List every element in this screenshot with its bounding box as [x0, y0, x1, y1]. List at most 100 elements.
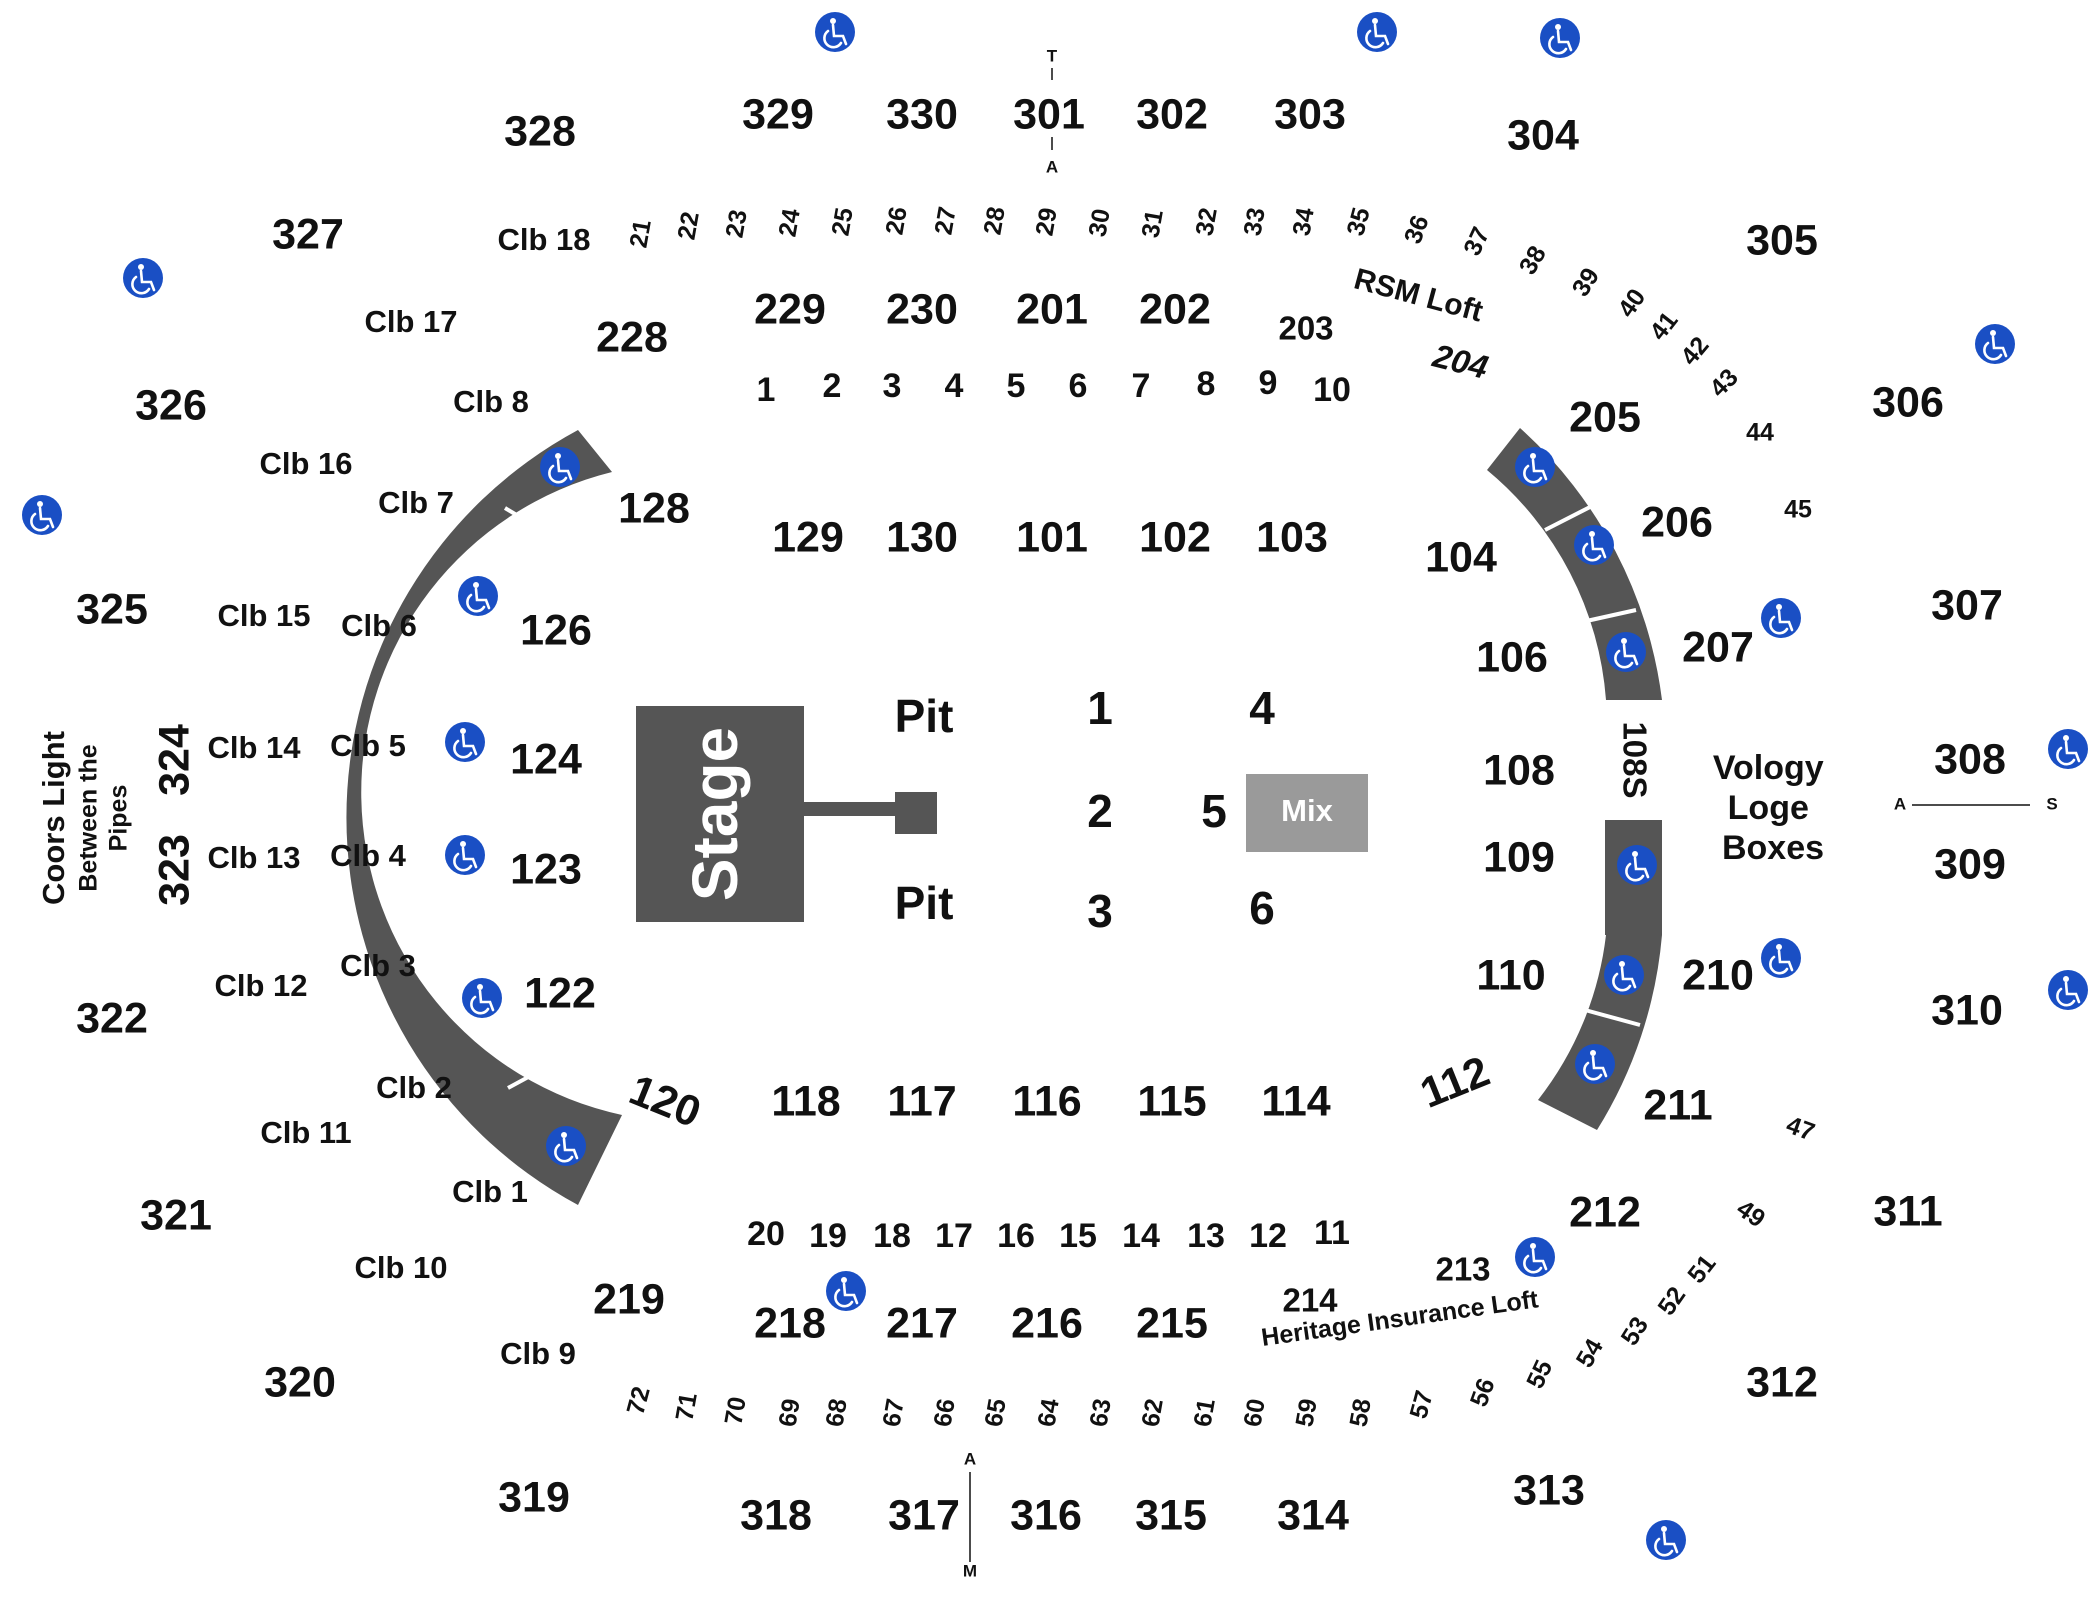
suite-5[interactable]: 5 [1007, 367, 1026, 405]
suite-42[interactable]: 42 [1675, 331, 1714, 370]
club-box-18[interactable]: Clb 18 [497, 222, 590, 257]
section-219[interactable]: 219 [593, 1275, 665, 1323]
section-316[interactable]: 316 [1010, 1491, 1082, 1539]
section-324[interactable]: 324 [150, 724, 198, 796]
section-314[interactable]: 314 [1277, 1491, 1349, 1539]
club-box-8[interactable]: Clb 8 [453, 384, 529, 419]
section-229[interactable]: 229 [754, 285, 826, 333]
suite-9[interactable]: 9 [1259, 364, 1278, 402]
suite-14[interactable]: 14 [1122, 1217, 1160, 1255]
section-309[interactable]: 309 [1934, 840, 2006, 888]
vology-loge-boxes-label[interactable]: Vology Loge Boxes [1713, 749, 1833, 867]
section-313[interactable]: 313 [1513, 1466, 1585, 1514]
section-118[interactable]: 118 [771, 1077, 840, 1125]
club-box-11[interactable]: Clb 11 [260, 1115, 351, 1150]
section-308[interactable]: 308 [1934, 735, 2006, 783]
section-321[interactable]: 321 [140, 1191, 212, 1239]
suite-38[interactable]: 38 [1514, 241, 1552, 279]
suite-56[interactable]: 56 [1465, 1375, 1501, 1411]
suite-45[interactable]: 45 [1784, 496, 1812, 524]
suite-64[interactable]: 64 [1032, 1397, 1064, 1429]
club-box-13[interactable]: Clb 13 [207, 840, 300, 875]
suite-34[interactable]: 34 [1287, 206, 1319, 238]
club-box-14[interactable]: Clb 14 [207, 730, 301, 765]
suite-52[interactable]: 52 [1652, 1282, 1691, 1321]
section-116[interactable]: 116 [1012, 1077, 1081, 1125]
suite-3[interactable]: 3 [883, 367, 902, 405]
section-123[interactable]: 123 [510, 845, 582, 893]
section-302[interactable]: 302 [1136, 90, 1208, 138]
section-307[interactable]: 307 [1931, 581, 2003, 629]
section-217[interactable]: 217 [886, 1299, 958, 1347]
suite-20[interactable]: 20 [747, 1215, 785, 1253]
suite-72[interactable]: 72 [622, 1384, 656, 1418]
section-311[interactable]: 311 [1873, 1187, 1942, 1235]
suite-51[interactable]: 51 [1682, 1249, 1721, 1288]
suite-32[interactable]: 32 [1190, 206, 1222, 238]
coors-light-label[interactable]: Coors Light Between the Pipes [36, 731, 132, 905]
suite-66[interactable]: 66 [928, 1397, 960, 1429]
floor-section-4[interactable]: 4 [1249, 682, 1275, 734]
suite-29[interactable]: 29 [1030, 206, 1062, 238]
suite-39[interactable]: 39 [1567, 263, 1605, 301]
section-330[interactable]: 330 [886, 90, 958, 138]
section-201[interactable]: 201 [1016, 285, 1088, 333]
suite-61[interactable]: 61 [1188, 1397, 1220, 1429]
suite-71[interactable]: 71 [670, 1391, 702, 1423]
section-204[interactable]: 204 [1429, 336, 1492, 385]
suite-43[interactable]: 43 [1704, 363, 1743, 402]
suite-15[interactable]: 15 [1059, 1217, 1097, 1255]
section-108[interactable]: 108 [1483, 746, 1555, 794]
suite-26[interactable]: 26 [880, 205, 912, 237]
section-326[interactable]: 326 [135, 381, 207, 429]
suite-67[interactable]: 67 [877, 1397, 909, 1429]
section-306[interactable]: 306 [1872, 378, 1944, 426]
suite-53[interactable]: 53 [1616, 1312, 1654, 1350]
section-104[interactable]: 104 [1425, 533, 1497, 581]
suite-8[interactable]: 8 [1197, 365, 1216, 403]
suite-40[interactable]: 40 [1612, 284, 1651, 323]
suite-13[interactable]: 13 [1187, 1217, 1225, 1255]
section-122[interactable]: 122 [524, 969, 596, 1017]
club-box-7[interactable]: Clb 7 [378, 485, 454, 520]
club-box-2[interactable]: Clb 2 [376, 1070, 452, 1105]
suite-49[interactable]: 49 [1731, 1194, 1770, 1233]
suite-37[interactable]: 37 [1458, 223, 1495, 260]
section-120[interactable]: 120 [623, 1066, 708, 1137]
club-box-3[interactable]: Clb 3 [340, 948, 416, 983]
suite-55[interactable]: 55 [1521, 1356, 1558, 1393]
club-box-6[interactable]: Clb 6 [341, 608, 417, 643]
section-203[interactable]: 203 [1278, 310, 1333, 347]
suite-33[interactable]: 33 [1238, 206, 1270, 238]
suite-27[interactable]: 27 [929, 205, 961, 237]
section-207[interactable]: 207 [1682, 623, 1754, 671]
suite-44[interactable]: 44 [1746, 419, 1774, 447]
suite-70[interactable]: 70 [719, 1395, 751, 1427]
section-327[interactable]: 327 [272, 210, 344, 258]
section-325[interactable]: 325 [76, 585, 148, 633]
section-212[interactable]: 212 [1569, 1188, 1641, 1236]
section-317[interactable]: 317 [888, 1491, 960, 1539]
section-322[interactable]: 322 [76, 994, 148, 1042]
section-312[interactable]: 312 [1746, 1358, 1818, 1406]
club-box-12[interactable]: Clb 12 [214, 968, 307, 1003]
rsm-loft-label[interactable]: RSM Loft [1351, 263, 1487, 329]
section-109[interactable]: 109 [1483, 833, 1555, 881]
section-114[interactable]: 114 [1261, 1077, 1330, 1125]
section-315[interactable]: 315 [1135, 1491, 1207, 1539]
suite-1[interactable]: 1 [757, 371, 776, 409]
section-216[interactable]: 216 [1011, 1299, 1083, 1347]
section-318[interactable]: 318 [740, 1491, 812, 1539]
section-206[interactable]: 206 [1641, 498, 1713, 546]
section-305[interactable]: 305 [1746, 216, 1818, 264]
suite-25[interactable]: 25 [826, 206, 858, 238]
section-218[interactable]: 218 [754, 1299, 826, 1347]
suite-57[interactable]: 57 [1405, 1388, 1439, 1422]
suite-24[interactable]: 24 [773, 207, 805, 239]
suite-19[interactable]: 19 [809, 1217, 847, 1255]
club-box-10[interactable]: Clb 10 [354, 1250, 447, 1285]
suite-36[interactable]: 36 [1399, 212, 1435, 248]
suite-28[interactable]: 28 [978, 205, 1010, 237]
stage[interactable]: Stage [636, 706, 937, 922]
section-303[interactable]: 303 [1274, 90, 1346, 138]
